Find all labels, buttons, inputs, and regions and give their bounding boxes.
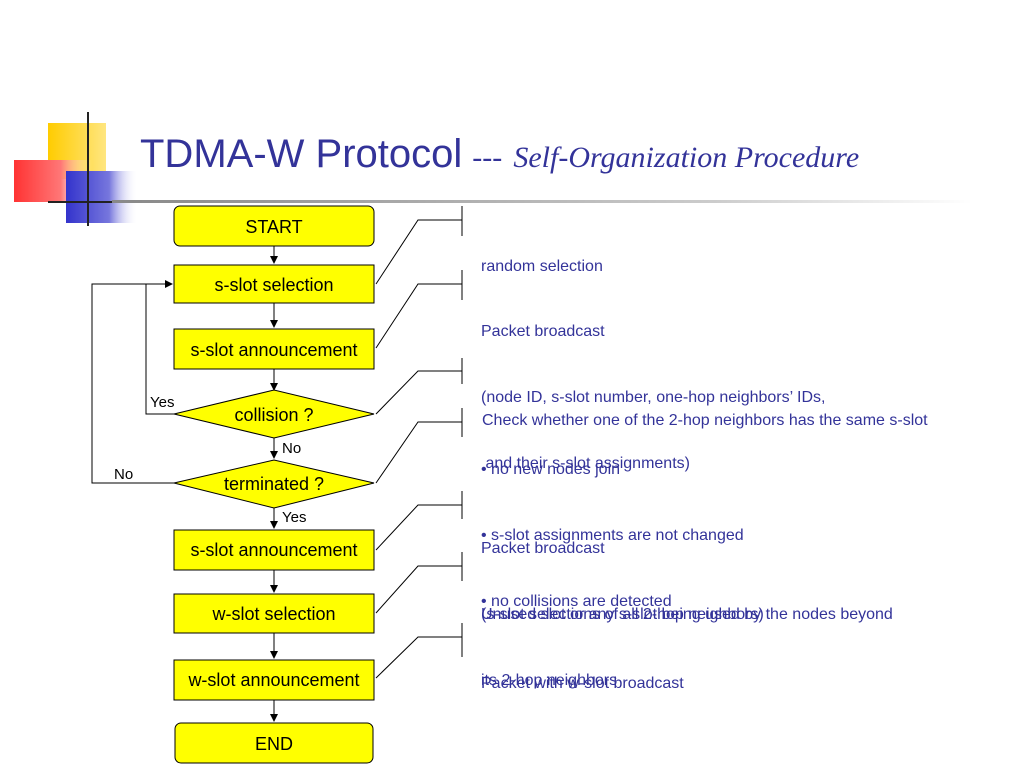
w-slot-announcement-label: w-slot announcement [187, 670, 359, 690]
note-line: Packet broadcast [481, 540, 605, 557]
callout-3 [375, 370, 462, 415]
terminated-label: terminated ? [224, 474, 324, 494]
note-packet-broadcast-2: Packet broadcast (s-slot selections of a… [481, 494, 764, 670]
s-slot-selection-label: s-slot selection [214, 275, 333, 295]
callouts [375, 206, 463, 679]
w-slot-selection-box [173, 593, 375, 634]
note-termination-conditions: • no new nodes join • s-slot assignments… [481, 415, 744, 657]
note-line: • no new nodes join [481, 461, 621, 478]
callout-4 [375, 421, 462, 484]
s-slot-announcement-box [173, 328, 375, 370]
s-slot-announcement-label-2: s-slot announcement [190, 540, 357, 560]
s-slot-selection-box [173, 264, 375, 304]
note-line: and their s-slot assignments) [481, 455, 690, 472]
callout-2 [375, 283, 462, 349]
note-line: Unused slot or any s-slot being used by … [481, 606, 893, 623]
note-check: Check whether one of the 2-hop neighbors… [482, 366, 928, 476]
note-line: its 2-hop neighbors [481, 672, 618, 689]
callout-1 [375, 219, 462, 285]
terminated-yes-label: Yes [282, 509, 306, 526]
start-label: START [245, 217, 302, 237]
note-line: Packet with w-slot broadcast [481, 675, 684, 692]
flow-connectors [91, 246, 278, 722]
title-dashes: --- [472, 141, 503, 174]
slide-title: TDMA-W Protocol --- Self-Organization Pro… [140, 132, 859, 177]
logo-decoration [14, 112, 138, 226]
title-main-text: TDMA-W Protocol [140, 132, 463, 176]
collision-yes-label: Yes [150, 394, 174, 411]
note-line: Check whether one of the 2-hop neighbors… [482, 412, 928, 429]
start-box [173, 205, 375, 247]
terminated-no-label: No [114, 466, 133, 483]
callout-7 [375, 636, 462, 679]
callout-5 [375, 504, 462, 551]
note-line: (s-slot selections of all 2-hop neighbor… [481, 606, 764, 623]
end-box [174, 722, 374, 764]
callout-6 [375, 565, 462, 614]
note-line: Packet broadcast [481, 323, 605, 340]
w-slot-announcement-box [173, 659, 375, 701]
title-subtitle: Self-Organization Procedure [513, 141, 860, 174]
note-unused-slot: Unused slot or any s-slot being used by … [481, 560, 893, 736]
note-line: (node ID, s-slot number, one-hop neighbo… [481, 389, 826, 406]
note-line: • no collisions are detected [481, 593, 672, 610]
end-label: END [255, 734, 293, 754]
logo-blue-square [66, 171, 138, 223]
collision-label: collision ? [234, 405, 313, 425]
note-line: random selection [481, 258, 603, 275]
collision-diamond [173, 389, 375, 439]
note-random-selection: random selection [481, 212, 603, 322]
s-slot-announcement-label: s-slot announcement [190, 340, 357, 360]
collision-no-label: No [282, 440, 301, 457]
w-slot-selection-label: w-slot selection [211, 604, 335, 624]
loop-collision-yes [145, 280, 174, 415]
title-rule [112, 200, 972, 203]
s-slot-announcement-box-2 [173, 529, 375, 571]
note-packet-broadcast-1: Packet broadcast (node ID, s-slot number… [481, 277, 825, 519]
note-line: • s-slot assignments are not changed [481, 527, 744, 544]
note-w-slot-broadcast: Packet with w-slot broadcast [481, 629, 684, 739]
terminated-diamond [173, 459, 375, 509]
loop-terminated-no [91, 283, 174, 484]
